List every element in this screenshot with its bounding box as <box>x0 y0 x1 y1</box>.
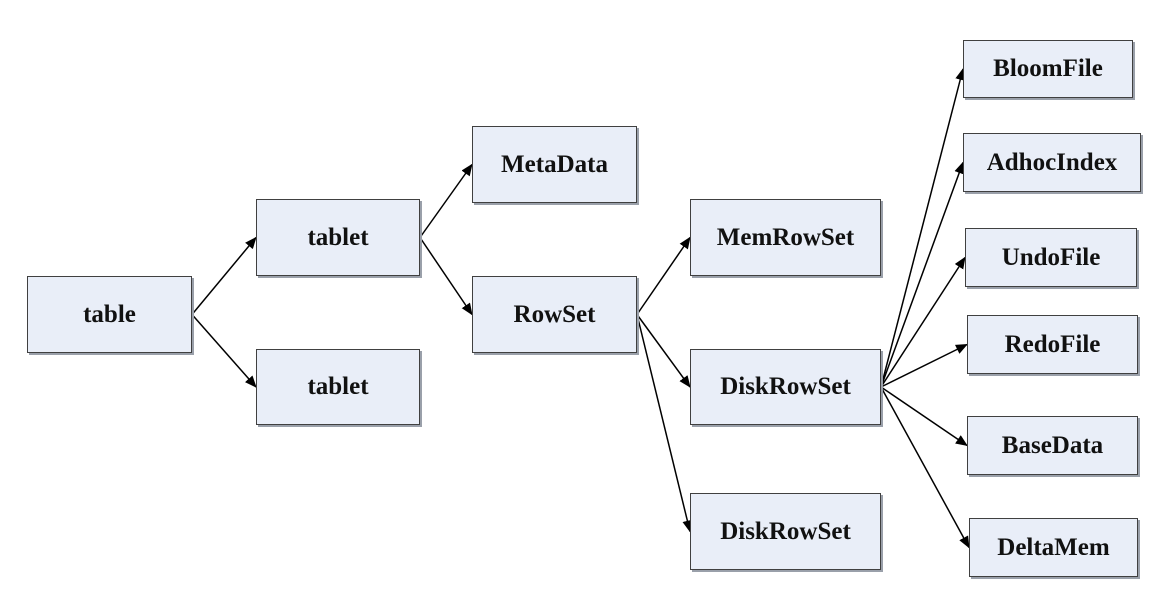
edge-diskrowset-1-to-deltamem <box>880 386 970 549</box>
edge-rowset-to-diskrowset-2 <box>636 314 693 533</box>
node-undofile: UndoFile <box>965 228 1137 287</box>
node-tablet-2: tablet <box>256 349 420 425</box>
node-adhocindex: AdhocIndex <box>963 133 1141 192</box>
node-diskrowset-1: DiskRowSet <box>690 349 881 425</box>
edge-diskrowset-1-to-bloomfile <box>880 68 966 388</box>
edge-diskrowset-1-to-redofile <box>880 343 968 388</box>
edge-diskrowset-1-to-adhocindex <box>880 161 964 388</box>
node-metadata: MetaData <box>472 126 637 203</box>
node-basedata: BaseData <box>967 416 1138 475</box>
node-table: table <box>27 276 192 353</box>
node-rowset: RowSet <box>472 276 637 353</box>
edge-rowset-to-diskrowset-1 <box>636 314 691 388</box>
edge-tablet-1-to-metadata <box>419 163 473 238</box>
edge-diskrowset-1-to-basedata <box>880 386 968 447</box>
node-tablet-1: tablet <box>256 199 420 276</box>
node-redofile: RedoFile <box>967 315 1138 374</box>
edge-rowset-to-memrowset <box>636 236 691 315</box>
node-deltamem: DeltaMem <box>969 518 1138 577</box>
edge-diskrowset-1-to-undofile <box>880 256 966 388</box>
node-memrowset: MemRowSet <box>690 199 881 276</box>
node-bloomfile: BloomFile <box>963 40 1133 98</box>
node-diskrowset-2: DiskRowSet <box>690 493 881 570</box>
edge-table-to-tablet-2 <box>191 314 257 388</box>
edge-table-to-tablet-1 <box>191 236 257 315</box>
edge-tablet-1-to-rowset <box>419 237 473 316</box>
